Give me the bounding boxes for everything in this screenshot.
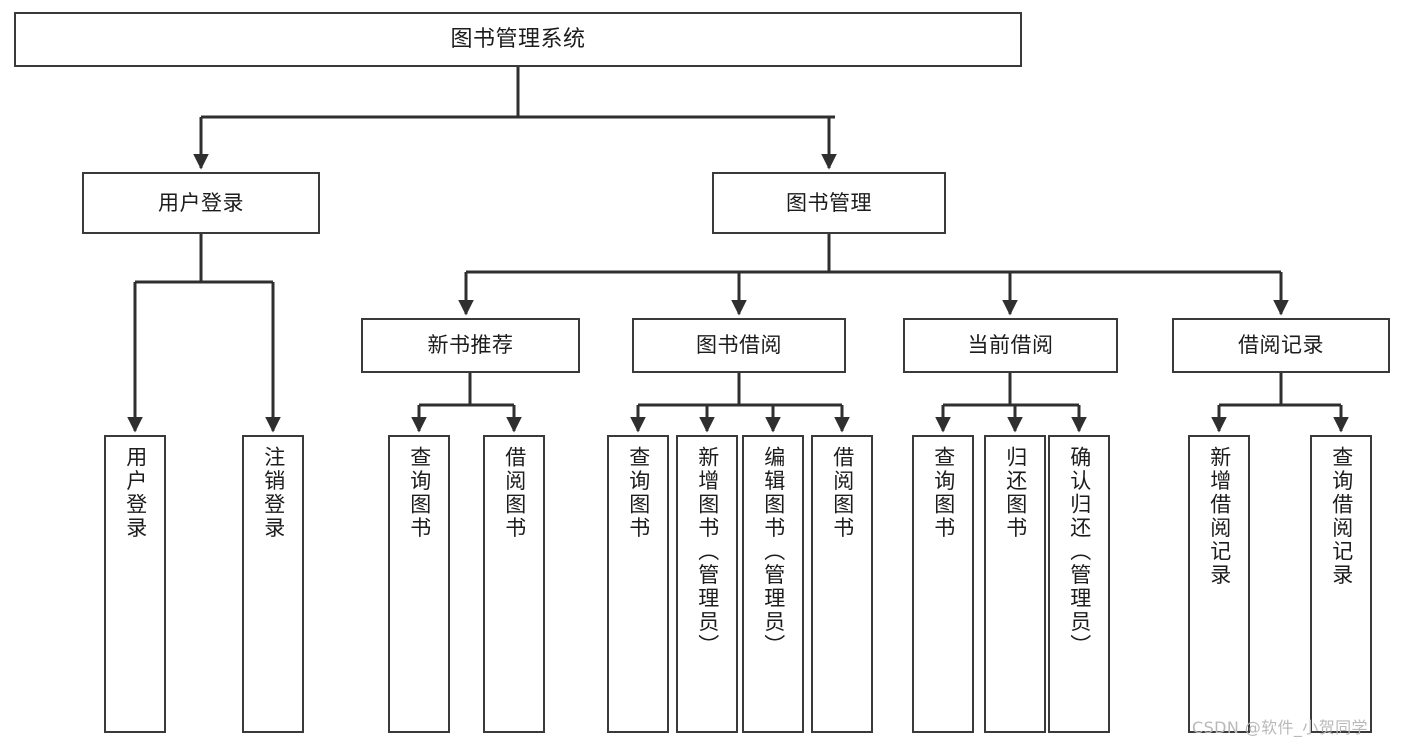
node-leaf-confirm-return-label: 确认归还（管理员） <box>1067 446 1092 658</box>
node-leaf-logout-label: 注销登录 <box>261 446 286 540</box>
node-root-label: 图书管理系统 <box>450 26 586 52</box>
node-leaf-query-book-1[interactable]: 查询图书 <box>388 435 450 733</box>
node-leaf-user-login-label: 用户登录 <box>123 446 148 540</box>
node-borrow-record[interactable]: 借阅记录 <box>1172 318 1390 373</box>
node-leaf-borrow-book-1[interactable]: 借阅图书 <box>483 435 545 733</box>
node-new-book-rec[interactable]: 新书推荐 <box>361 318 580 373</box>
node-leaf-query-record-label: 查询借阅记录 <box>1329 446 1354 587</box>
node-root[interactable]: 图书管理系统 <box>14 12 1022 67</box>
node-borrow-record-label: 借阅记录 <box>1238 333 1324 358</box>
node-user-login-label: 用户登录 <box>158 190 244 215</box>
node-book-borrow-label: 图书借阅 <box>696 333 782 358</box>
node-leaf-query-book-1-label: 查询图书 <box>407 446 432 540</box>
node-leaf-user-login[interactable]: 用户登录 <box>104 435 166 733</box>
node-leaf-borrow-book-2[interactable]: 借阅图书 <box>811 435 873 733</box>
node-leaf-add-book-label: 新增图书（管理员） <box>695 446 720 658</box>
node-leaf-query-book-3[interactable]: 查询图书 <box>912 435 974 733</box>
node-leaf-edit-book[interactable]: 编辑图书（管理员） <box>742 435 804 733</box>
node-book-borrow[interactable]: 图书借阅 <box>632 318 846 373</box>
node-leaf-query-record[interactable]: 查询借阅记录 <box>1310 435 1372 733</box>
node-leaf-query-book-2-label: 查询图书 <box>626 446 651 540</box>
node-user-login[interactable]: 用户登录 <box>82 172 320 234</box>
node-leaf-borrow-book-1-label: 借阅图书 <box>502 446 527 540</box>
node-leaf-logout[interactable]: 注销登录 <box>242 435 304 733</box>
node-leaf-borrow-book-2-label: 借阅图书 <box>830 446 855 540</box>
node-current-borrow[interactable]: 当前借阅 <box>903 318 1118 373</box>
node-book-manage[interactable]: 图书管理 <box>712 172 946 234</box>
node-leaf-add-book[interactable]: 新增图书（管理员） <box>676 435 738 733</box>
node-current-borrow-label: 当前借阅 <box>967 333 1054 358</box>
node-leaf-return-book-label: 归还图书 <box>1003 446 1028 540</box>
node-leaf-confirm-return[interactable]: 确认归还（管理员） <box>1048 435 1110 733</box>
node-leaf-query-book-2[interactable]: 查询图书 <box>607 435 669 733</box>
node-leaf-edit-book-label: 编辑图书（管理员） <box>761 446 786 658</box>
watermark-text: CSDN @软件_小贺同学 <box>1192 718 1368 737</box>
node-new-book-rec-label: 新书推荐 <box>427 333 514 358</box>
node-leaf-return-book[interactable]: 归还图书 <box>984 435 1046 733</box>
node-leaf-add-record-label: 新增借阅记录 <box>1207 446 1232 587</box>
node-book-manage-label: 图书管理 <box>786 190 872 215</box>
node-leaf-query-book-3-label: 查询图书 <box>931 446 956 540</box>
node-leaf-add-record[interactable]: 新增借阅记录 <box>1188 435 1250 733</box>
